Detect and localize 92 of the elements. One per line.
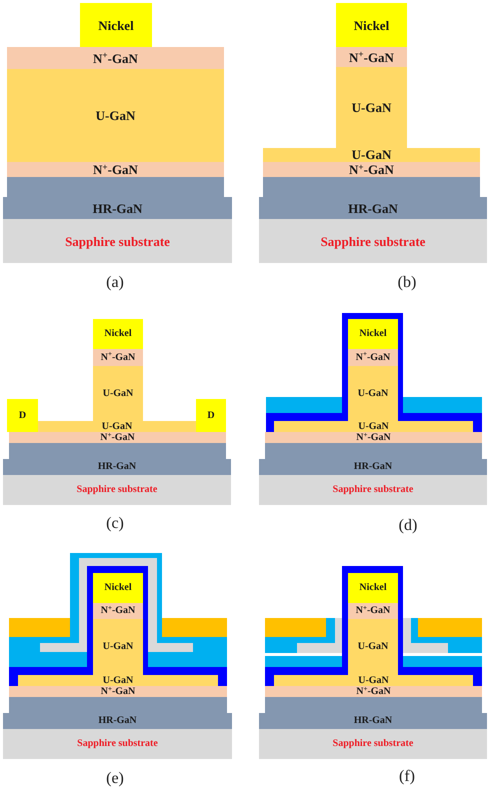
material-layer xyxy=(348,349,398,366)
layer-label: N$^{+}$-GaN xyxy=(356,605,390,617)
substrate-layer xyxy=(3,219,232,263)
layer-label: U-GaN xyxy=(102,641,134,653)
layer-label: Nickel xyxy=(359,328,387,340)
material-layer xyxy=(93,366,143,421)
material-layer xyxy=(348,603,398,619)
material-layer xyxy=(93,319,143,349)
substrate-layer xyxy=(259,219,487,263)
layer-label: Sapphire substrate xyxy=(77,738,158,750)
material-layer xyxy=(263,148,480,162)
material-layer xyxy=(259,443,487,475)
panel-caption: (a) xyxy=(106,274,124,292)
material-layer xyxy=(9,686,227,697)
layer-label: U-GaN xyxy=(358,675,389,686)
material-layer xyxy=(348,573,398,603)
material-layer xyxy=(3,697,232,729)
layer-label: N$^{+}$-GaN xyxy=(356,432,391,443)
material-layer xyxy=(38,421,196,432)
material-layer xyxy=(274,421,473,432)
layer-label: Sapphire substrate xyxy=(320,234,426,248)
layer-label: U-GaN xyxy=(102,421,132,432)
layer-label: Nickel xyxy=(359,582,387,594)
layer-label: N$^{+}$-GaN xyxy=(100,605,136,617)
material-layer xyxy=(9,432,226,443)
layer-label: N$^{+}$-GaN xyxy=(349,162,394,177)
material-layer xyxy=(348,366,398,421)
material-layer xyxy=(7,162,224,177)
pad-label: D xyxy=(18,410,26,422)
layer-label: U-GaN xyxy=(352,148,392,162)
layer-label: N$^{+}$-GaN xyxy=(100,432,135,443)
material-layer xyxy=(336,3,407,47)
contact-pad xyxy=(196,399,226,432)
material-layer xyxy=(18,675,218,686)
layer-label: U-GaN xyxy=(96,108,136,123)
layer-label: HR-GaN xyxy=(98,461,136,473)
material-layer xyxy=(93,573,143,603)
layer-label: Sapphire substrate xyxy=(332,738,414,750)
material-layer xyxy=(336,67,407,148)
layer-label: Nickel xyxy=(98,18,134,32)
material-layer xyxy=(7,47,224,69)
layer-label: U-GaN xyxy=(358,388,388,400)
substrate-layer xyxy=(259,729,487,759)
material-layer xyxy=(274,675,473,686)
material-layer xyxy=(93,349,143,366)
layer-label: N$^{+}$-GaN xyxy=(100,352,136,364)
layer-label: N$^{+}$-GaN xyxy=(93,162,138,177)
layer-label: N$^{+}$-GaN xyxy=(356,686,391,697)
material-layer xyxy=(80,3,152,47)
substrate-layer xyxy=(3,729,232,759)
pad-label: D xyxy=(207,410,215,422)
material-layer xyxy=(348,319,398,349)
layer-label: Sapphire substrate xyxy=(76,484,158,496)
layer-label: Nickel xyxy=(354,18,390,32)
substrate-layer xyxy=(259,475,487,505)
layer-label: Sapphire substrate xyxy=(332,484,414,496)
layer-label: N$^{+}$-GaN xyxy=(349,50,394,64)
layer-label: U-GaN xyxy=(358,641,388,653)
layer-label: N$^{+}$-GaN xyxy=(100,686,136,697)
material-layer xyxy=(259,697,487,729)
contact-pad xyxy=(7,399,38,432)
layer-label: N$^{+}$-GaN xyxy=(93,50,138,66)
material-layer xyxy=(265,432,482,443)
material-layer xyxy=(348,619,398,675)
layer-label: Nickel xyxy=(104,582,132,594)
layer-label: U-GaN xyxy=(102,675,134,686)
layer-label: U-GaN xyxy=(358,421,389,432)
panel-caption: (e) xyxy=(106,770,124,788)
layer-label: HR-GaN xyxy=(348,200,398,216)
material-layer xyxy=(93,603,143,619)
layer-label: U-GaN xyxy=(102,388,134,400)
layer-label: HR-GaN xyxy=(98,715,137,727)
panel-caption: (d) xyxy=(398,517,418,535)
panel-caption: (f) xyxy=(399,768,415,786)
layer-label: U-GaN xyxy=(352,100,392,115)
material-layer xyxy=(93,619,143,675)
material-layer xyxy=(336,47,407,67)
layer-label: Nickel xyxy=(104,328,132,340)
material-layer xyxy=(263,162,480,177)
material-layer xyxy=(265,686,482,697)
material-layer xyxy=(3,443,231,475)
material-layer xyxy=(7,69,224,162)
layer-label: HR-GaN xyxy=(92,200,142,216)
panel-caption: (c) xyxy=(106,515,124,533)
material-layer xyxy=(3,177,232,219)
material-layer xyxy=(259,177,487,219)
layer-label: Sapphire substrate xyxy=(65,234,170,248)
layer-label: HR-GaN xyxy=(354,461,392,473)
panel-caption: (b) xyxy=(398,274,416,292)
layer-label: HR-GaN xyxy=(354,715,392,727)
substrate-layer xyxy=(3,475,231,505)
layer-label: N$^{+}$-GaN xyxy=(356,352,390,364)
